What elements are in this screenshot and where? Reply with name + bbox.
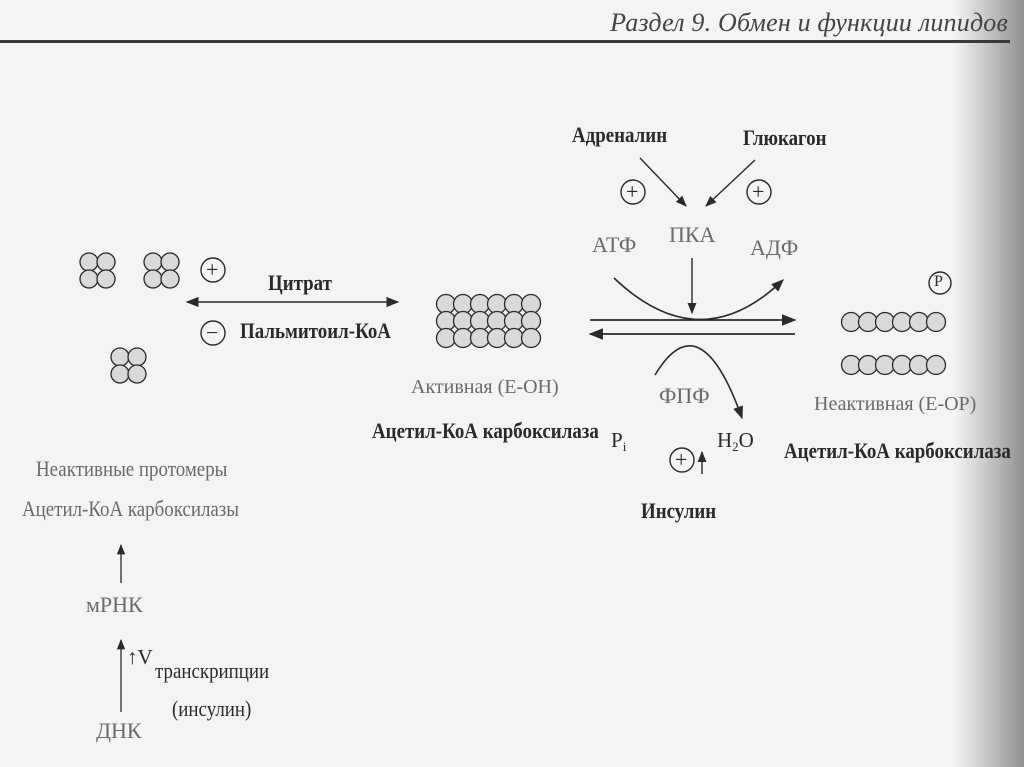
active-enzyme-subunit — [452, 327, 474, 349]
active-enzyme-subunit — [486, 310, 508, 332]
active-enzyme-subunit — [520, 293, 542, 315]
protomer-subunit — [160, 252, 180, 272]
minus-circle-palmitoyl — [200, 320, 226, 346]
transcription-label: транскрипции — [155, 658, 270, 683]
adrenaline-label: Адреналин — [572, 122, 668, 147]
phosphate-circle — [928, 271, 952, 295]
page-edge-shadow — [954, 0, 1024, 767]
inactive-enzyme-subunit — [857, 311, 879, 333]
inactive-state-label: Неактивная (Е-ОР) — [814, 393, 977, 415]
inactive-enzyme-subunit — [874, 311, 896, 333]
inactive-enzyme-circles — [840, 311, 947, 376]
protomers-label-line1: Неактивные протомеры — [36, 456, 228, 481]
protomer-subunit — [127, 364, 147, 384]
plus-circle-adrenaline — [620, 179, 646, 205]
inactive-enzyme-subunit — [925, 311, 947, 333]
inactive-enzyme-subunit — [840, 311, 862, 333]
citrate-label: Цитрат — [268, 270, 332, 295]
inactive-enzyme-subunit — [874, 354, 896, 376]
protomer-subunit — [110, 364, 130, 384]
glucagon-label: Глюкагон — [743, 125, 827, 150]
protomer-subunit — [96, 252, 116, 272]
active-enzyme-subunit — [503, 310, 525, 332]
atp-adp-curve — [613, 277, 784, 321]
protomer-circles — [79, 252, 180, 384]
plus-sign-adrenaline: + — [626, 179, 639, 204]
protomer-subunit — [143, 252, 163, 272]
active-enzyme-subunit — [503, 327, 525, 349]
dna-label: ДНК — [96, 718, 142, 743]
plus-sign-citrate: + — [206, 257, 219, 282]
protomer-subunit — [127, 347, 147, 367]
inactive-enzyme-subunit — [891, 354, 913, 376]
active-enzyme-subunit — [520, 327, 542, 349]
adp-label: АДФ — [750, 235, 799, 260]
active-enzyme-subunit — [486, 293, 508, 315]
active-enzyme-subunit — [452, 310, 474, 332]
protomers-label-line2: Ацетил-КоА карбоксилазы — [22, 496, 239, 521]
mrna-label: мРНК — [86, 592, 143, 617]
protomer-subunit — [96, 269, 116, 289]
section-header: Раздел 9. Обмен и функции липидов — [610, 8, 1008, 37]
palmitoyl-label: Пальмитоил-КоА — [240, 318, 391, 343]
active-enzyme-subunit — [435, 327, 457, 349]
plus-circle-glucagon — [746, 179, 772, 205]
inactive-enzyme-label: Ацетил-КоА карбоксилаза — [784, 438, 1011, 463]
water-label: H2O — [717, 428, 754, 454]
minus-sign-palmitoyl: − — [206, 320, 219, 345]
atp-label: АТФ — [592, 232, 637, 257]
glucagon-arrow — [705, 159, 756, 207]
pi-label: Pi — [611, 428, 627, 454]
adrenaline-arrow — [639, 157, 687, 207]
protomer-subunit — [110, 347, 130, 367]
active-enzyme-subunit — [435, 293, 457, 315]
active-enzyme-subunit — [469, 327, 491, 349]
insulin-label: Инсулин — [641, 498, 717, 523]
ppf-label: ФПФ — [659, 383, 710, 408]
protomer-subunit — [160, 269, 180, 289]
protomer-subunit — [143, 269, 163, 289]
inactive-enzyme-subunit — [891, 311, 913, 333]
active-enzyme-subunit — [503, 293, 525, 315]
active-enzyme-subunit — [452, 293, 474, 315]
phosphate-label: P — [934, 273, 943, 290]
active-enzyme-subunit — [435, 310, 457, 332]
phosphatase-curve — [654, 345, 743, 420]
inactive-enzyme-subunit — [925, 354, 947, 376]
protomer-subunit — [79, 252, 99, 272]
active-enzyme-subunit — [469, 310, 491, 332]
inactive-enzyme-subunit — [840, 354, 862, 376]
inactive-enzyme-subunit — [908, 354, 930, 376]
active-enzyme-circles — [435, 293, 542, 349]
active-state-label: Активная (Е-ОН) — [411, 376, 559, 398]
pka-label: ПКА — [669, 222, 716, 247]
plus-sign-insulin: + — [675, 447, 688, 472]
active-enzyme-subunit — [469, 293, 491, 315]
active-enzyme-subunit — [520, 310, 542, 332]
plus-circle-citrate — [200, 257, 226, 283]
plus-sign-glucagon: + — [752, 179, 765, 204]
inactive-enzyme-subunit — [908, 311, 930, 333]
active-enzyme-label: Ацетил-КоА карбоксилаза — [372, 418, 599, 443]
transcription-insulin-label: (инсулин) — [172, 696, 252, 721]
header-rule — [0, 40, 1010, 43]
plus-circle-insulin — [669, 447, 695, 473]
rate-mark: ↑V — [127, 645, 153, 669]
active-enzyme-subunit — [486, 327, 508, 349]
inactive-enzyme-subunit — [857, 354, 879, 376]
protomer-subunit — [79, 269, 99, 289]
